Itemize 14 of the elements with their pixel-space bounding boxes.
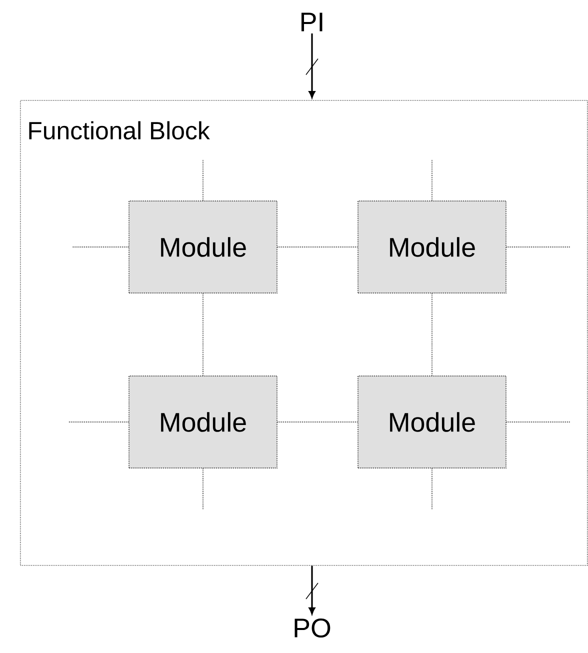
module-box: Module <box>128 200 278 294</box>
module-box: Module <box>358 200 506 294</box>
connector-line <box>202 293 204 376</box>
connector-line <box>72 246 129 248</box>
connector-line <box>506 246 570 248</box>
module-box: Module <box>128 376 278 468</box>
port-label: PO <box>294 618 330 638</box>
bus-arrow <box>306 566 318 614</box>
bus-arrow <box>306 33 318 98</box>
connector-line <box>202 468 204 510</box>
connector-line <box>277 246 358 248</box>
connector-line <box>202 160 204 201</box>
port-label: PI <box>302 12 322 32</box>
module-box: Module <box>358 376 506 468</box>
